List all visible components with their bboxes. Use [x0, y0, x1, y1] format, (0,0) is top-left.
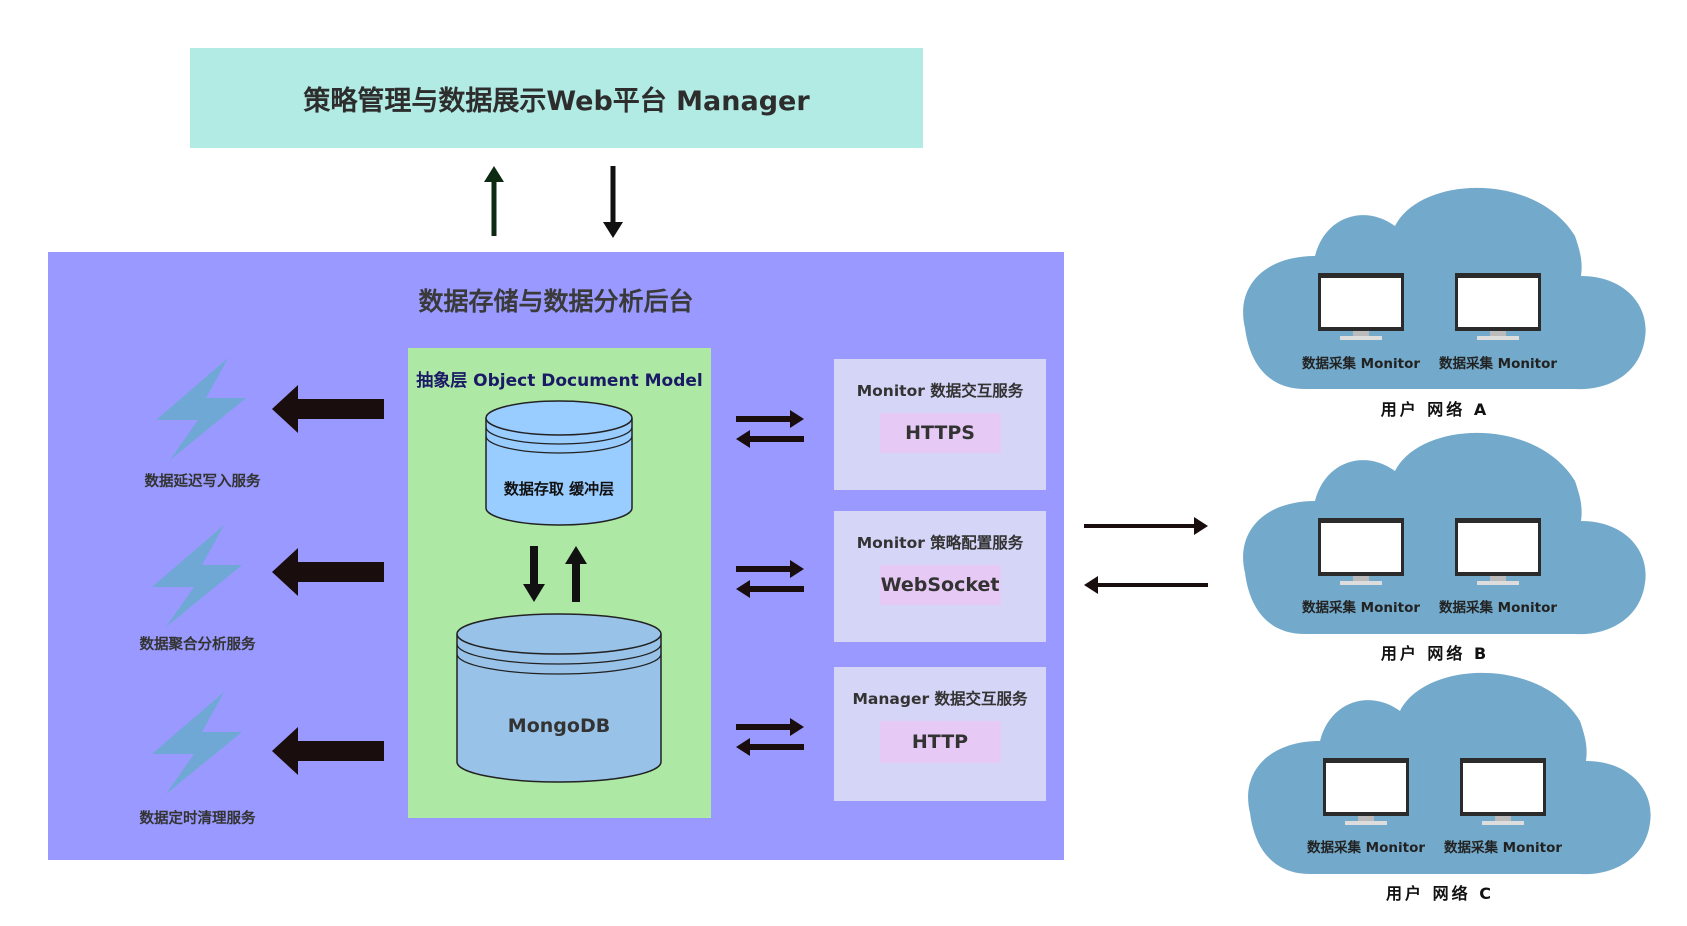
network-a-label: 用户 网络 A [1380, 400, 1490, 419]
monitor-icon [1318, 273, 1404, 340]
service-exchange-arrows-3 [736, 718, 804, 756]
monitor-label: 数据采集 Monitor [1443, 840, 1563, 856]
lightning-bolt-icon [152, 525, 242, 627]
aggregate-service-arrow [272, 548, 384, 596]
monitor-label: 数据采集 Monitor [1301, 356, 1421, 372]
service-exchange-arrows-2 [736, 560, 804, 598]
monitor-label: 数据采集 Monitor [1301, 600, 1421, 616]
network-b-label: 用户 网络 B [1380, 644, 1490, 663]
monitor-icon [1455, 518, 1541, 585]
service-exchange-arrows-1 [736, 410, 804, 448]
manager-downlink-arrow [603, 166, 623, 238]
backend-title: 数据存储与数据分析后台 [418, 287, 694, 316]
mongodb-label: MongoDB [507, 715, 611, 737]
backend-to-network-arrow [1084, 517, 1208, 535]
manager-data-service-title: Manager 数据交互服务 [852, 690, 1028, 708]
protocol-badge-https: HTTPS [879, 413, 1001, 453]
network-c-label: 用户 网络 C [1386, 884, 1494, 903]
delayed-write-service-label: 数据延迟写入服务 [144, 474, 261, 490]
cleanup-service-arrow [272, 727, 384, 775]
db-to-cache-arrow [565, 546, 587, 602]
monitor-config-service-title: Monitor 策略配置服务 [856, 534, 1024, 552]
cache-layer-label: 数据存取 缓冲层 [503, 480, 615, 498]
monitor-icon [1455, 273, 1541, 340]
monitor-label: 数据采集 Monitor [1438, 600, 1558, 616]
monitor-label: 数据采集 Monitor [1438, 356, 1558, 372]
monitor-icon [1323, 758, 1409, 825]
aggregation-service-label: 数据聚合分析服务 [139, 637, 256, 653]
monitor-label: 数据采集 Monitor [1306, 840, 1426, 856]
lightning-bolt-icon [152, 692, 242, 794]
manager-platform-title: 策略管理与数据展示Web平台 Manager [303, 85, 810, 117]
write-service-arrow [272, 385, 384, 433]
manager-platform-box: 策略管理与数据展示Web平台 Manager [190, 48, 923, 148]
monitor-icon [1318, 518, 1404, 585]
network-to-backend-arrow [1084, 576, 1208, 594]
protocol-badge-http: HTTP [879, 721, 1001, 763]
cache-cylinder [485, 400, 633, 526]
monitor-data-service-title: Monitor 数据交互服务 [856, 382, 1024, 400]
manager-uplink-arrow [484, 166, 504, 236]
monitor-data-service-box: Monitor 数据交互服务 HTTPS [834, 359, 1046, 490]
odm-title: 抽象层 Object Document Model [416, 371, 703, 391]
lightning-bolt-icon [156, 358, 246, 460]
cleanup-service-label: 数据定时清理服务 [139, 811, 256, 827]
manager-data-service-box: Manager 数据交互服务 HTTP [834, 667, 1046, 801]
monitor-config-service-box: Monitor 策略配置服务 WebSocket [834, 511, 1046, 642]
mongodb-cylinder [456, 613, 662, 783]
cache-to-db-arrow [523, 546, 545, 602]
protocol-badge-websocket: WebSocket [879, 565, 1001, 605]
monitor-icon [1460, 758, 1546, 825]
